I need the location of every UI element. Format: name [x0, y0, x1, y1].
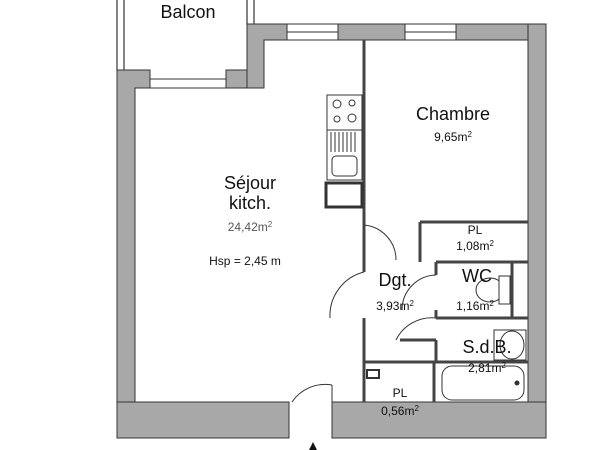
- room-label-balcon: Balcon: [160, 2, 216, 22]
- room-area-dgt: 3,93m2: [376, 299, 414, 313]
- room-label-pl-1: PL: [467, 223, 483, 237]
- entrance-arrow-icon: [309, 442, 317, 450]
- windows: [149, 23, 457, 89]
- room-area-sdb: 2,81m2: [468, 361, 506, 375]
- room-area-sejour: 24,42m2: [227, 220, 273, 234]
- room-area-pl-1: 1,08m2: [456, 239, 494, 253]
- room-label-sdb: S.d.B.: [462, 337, 512, 357]
- utility-shaft: [366, 369, 380, 379]
- room-label-sejour-kitch: kitch.: [228, 193, 271, 213]
- room-label-pl-2: PL: [392, 386, 408, 400]
- room-area-pl-2: 0,56m2: [381, 404, 419, 418]
- room-area-chambre: 9,65m2: [434, 130, 472, 144]
- partitions: [362, 40, 528, 402]
- toilet-fixture: [475, 275, 511, 305]
- balcony: [116, 0, 255, 70]
- room-label-dgt: Dgt.: [378, 270, 412, 290]
- ceiling-height: Hsp = 2,45 m: [209, 254, 281, 268]
- exterior-walls: [116, 23, 547, 439]
- room-label-chambre: Chambre: [415, 104, 491, 124]
- doors: [291, 224, 437, 403]
- room-label-sejour: Séjour: [223, 173, 277, 193]
- kitchen-fixtures: [324, 94, 364, 209]
- room-label-wc: WC: [462, 266, 492, 286]
- room-area-wc: 1,16m2: [456, 299, 494, 313]
- bathroom-fixtures: [441, 329, 527, 401]
